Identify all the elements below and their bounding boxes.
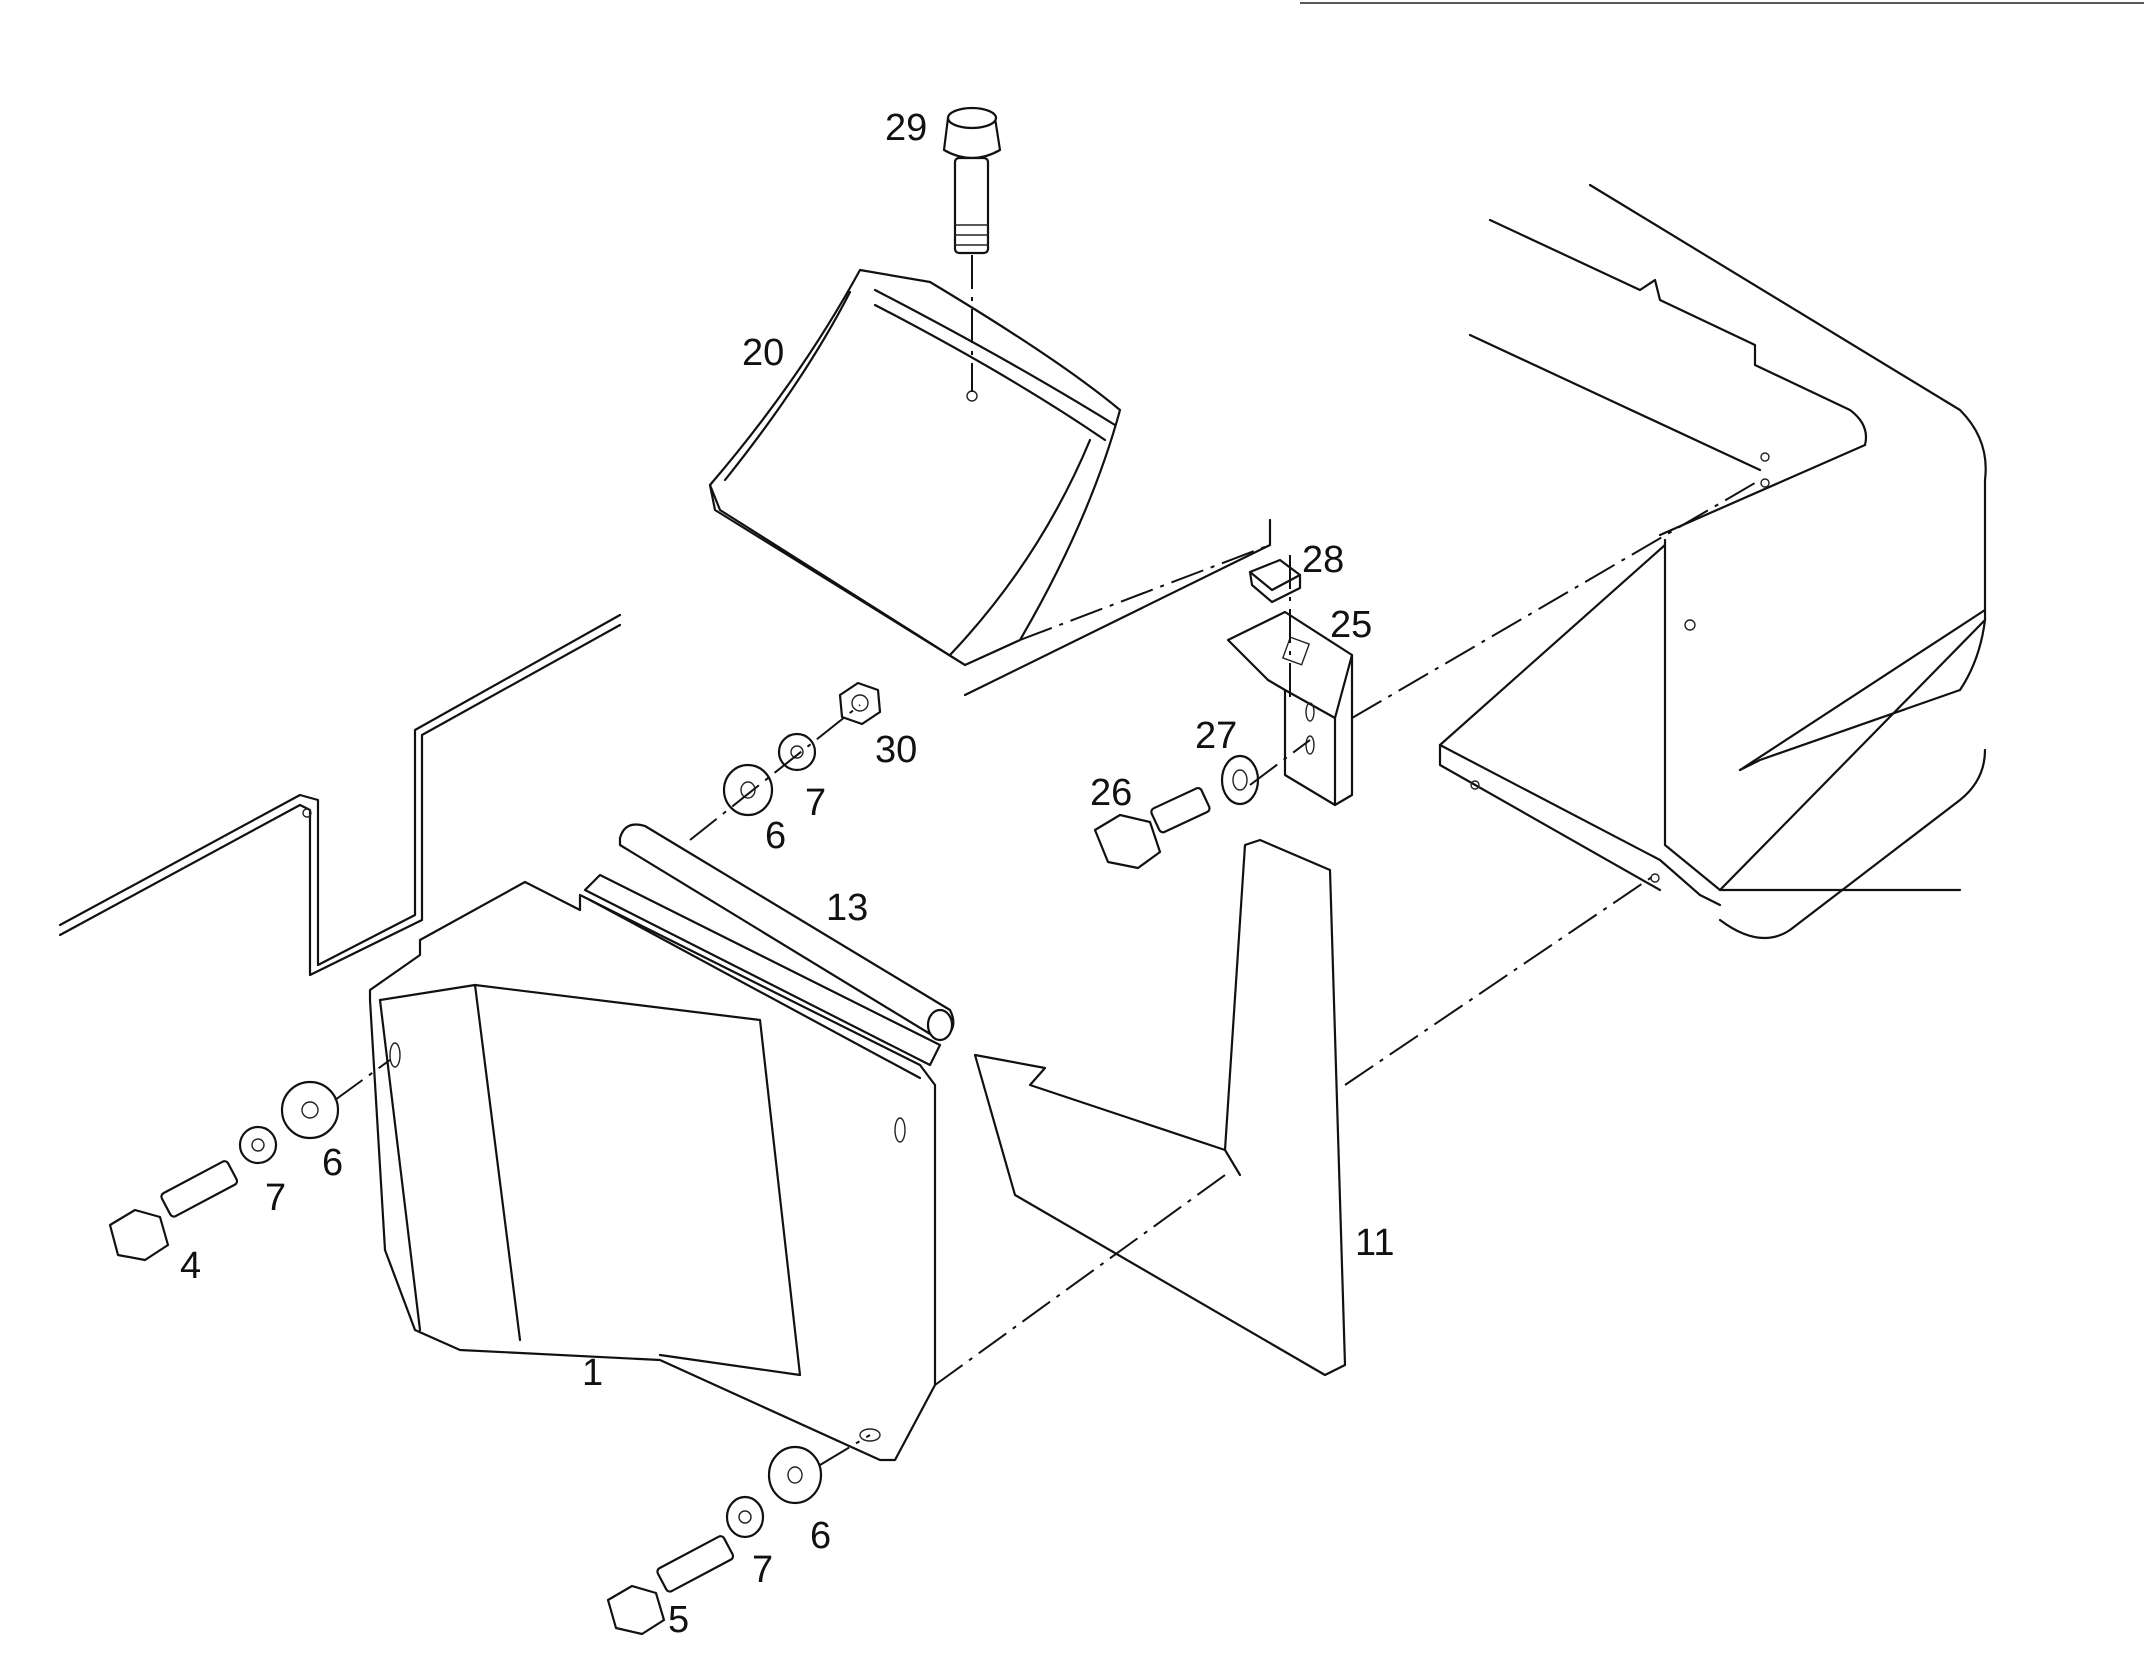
part-30-nut <box>838 681 882 726</box>
part-13-rod <box>583 823 955 1067</box>
cover-edge-and-axis <box>963 518 1272 697</box>
part-25-bracket <box>1226 610 1354 807</box>
part-7-washer-left <box>238 1125 278 1165</box>
callout-1: 1 <box>582 1352 603 1394</box>
callout-7-lower: 7 <box>752 1549 773 1591</box>
callout-25: 25 <box>1330 604 1372 646</box>
callout-27: 27 <box>1195 715 1237 757</box>
part-20-cover <box>708 268 1122 667</box>
part-5-hex-bolt <box>606 1535 735 1636</box>
axis-line-4 <box>334 1059 391 1101</box>
part-1-side-panel <box>368 880 937 1462</box>
axis-line-30 <box>689 704 861 841</box>
part-6-washer-left <box>280 1080 340 1140</box>
callout-30: 30 <box>875 729 917 771</box>
axis-line-5 <box>819 1434 871 1466</box>
callout-7-left: 7 <box>265 1177 286 1219</box>
part-26-hex-bolt <box>1093 786 1211 870</box>
callout-6-lower: 6 <box>810 1515 831 1557</box>
callout-29: 29 <box>885 107 927 149</box>
callout-4: 4 <box>180 1245 201 1287</box>
housing-body <box>1438 183 1987 940</box>
callout-20: 20 <box>742 332 784 374</box>
part-27-washer <box>1220 754 1260 806</box>
part-11-plate <box>973 838 1347 1377</box>
part-6-washer-lower <box>767 1445 823 1505</box>
callout-26: 26 <box>1090 772 1132 814</box>
part-7-washer-lower <box>725 1495 765 1539</box>
part-4-hex-bolt <box>108 1160 239 1262</box>
part-6-washer-upper <box>722 763 774 817</box>
callout-28: 28 <box>1302 539 1344 581</box>
callout-6-upper: 6 <box>765 815 786 857</box>
callout-11: 11 <box>1355 1222 1394 1264</box>
callout-13: 13 <box>826 887 868 929</box>
part-29-cap-screw <box>942 106 1002 255</box>
axis-line-27 <box>1249 739 1311 786</box>
callout-6-left: 6 <box>322 1142 343 1184</box>
axis-line-1-right <box>934 1174 1226 1386</box>
part-28-square-nut <box>1248 558 1302 604</box>
axis-line-25 <box>1351 479 1761 719</box>
frame-rail <box>58 613 622 977</box>
callout-5: 5 <box>668 1599 689 1641</box>
callout-7-upper: 7 <box>805 782 826 824</box>
axis-line-11 <box>1344 874 1656 1086</box>
